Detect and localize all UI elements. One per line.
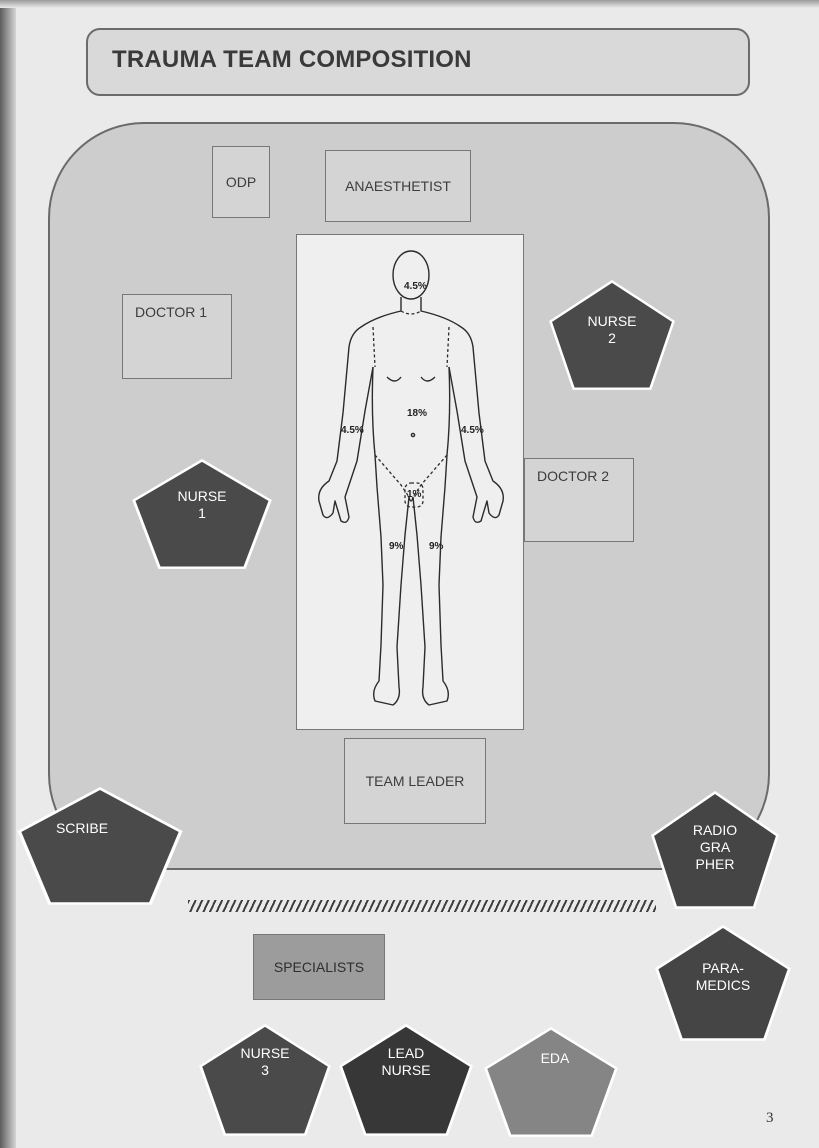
torso-percentage: 18% [407,408,427,419]
nurse-1-line-1: NURSE [131,488,273,505]
role-doctor-2-label: DOCTOR 2 [537,468,609,484]
role-specialists-label: SPECIALISTS [274,959,364,975]
role-lead-nurse: LEAD NURSE [338,1023,474,1137]
role-anaesthetist-label: ANAESTHETIST [345,178,451,194]
lead-nurse-line-1: LEAD [338,1045,474,1062]
nurse-1-line-2: 1 [131,505,273,522]
left-leg-percentage: 9% [389,541,403,552]
eda-label: EDA [487,1050,623,1067]
radiographer-line-3: PHER [650,856,780,873]
page-number: 3 [766,1110,774,1127]
radiographer-line-2: GRA [650,839,780,856]
role-doctor-1: DOCTOR 1 [122,294,232,379]
role-nurse-3: NURSE 3 [198,1023,332,1137]
radiographer-line-1: RADIO [650,822,780,839]
head-percentage: 4.5% [404,281,427,292]
role-paramedics: PARA- MEDICS [654,924,792,1042]
role-eda: EDA [483,1026,619,1138]
title-banner: TRAUMA TEAM COMPOSITION [86,28,750,96]
nurse-3-line-1: NURSE [198,1045,332,1062]
role-doctor-2: DOCTOR 2 [524,458,634,542]
role-radiographer: RADIO GRA PHER [650,790,780,910]
role-nurse-2: NURSE 2 [548,279,676,391]
page-shadow-edge [0,0,16,1148]
role-team-leader-label: TEAM LEADER [366,773,465,789]
divider-hatch-line [188,900,656,912]
lead-nurse-line-2: NURSE [338,1062,474,1079]
groin-percentage: 1% [407,489,421,500]
nurse-2-line-1: NURSE [548,313,676,330]
human-body-outline [297,235,525,731]
nurse-2-line-2: 2 [548,330,676,347]
nurse-3-line-2: 3 [198,1062,332,1079]
role-doctor-1-label: DOCTOR 1 [135,304,207,320]
role-scribe: SCRIBE [16,786,184,906]
role-nurse-1: NURSE 1 [131,458,273,570]
page-top-shadow [0,0,819,8]
role-anaesthetist: ANAESTHETIST [325,150,471,222]
role-team-leader: TEAM LEADER [344,738,486,824]
left-arm-percentage: 4.5% [341,425,364,436]
paramedics-line-2: MEDICS [654,977,792,994]
right-arm-percentage: 4.5% [461,425,484,436]
patient-body-diagram: 4.5% 18% 4.5% 4.5% 1% 9% 9% [296,234,524,730]
right-leg-percentage: 9% [429,541,443,552]
scribe-label: SCRIBE [0,820,166,837]
paramedics-line-1: PARA- [654,960,792,977]
role-odp-label: ODP [226,174,256,190]
page-title: TRAUMA TEAM COMPOSITION [112,46,472,74]
role-odp: ODP [212,146,270,218]
role-specialists: SPECIALISTS [253,934,385,1000]
